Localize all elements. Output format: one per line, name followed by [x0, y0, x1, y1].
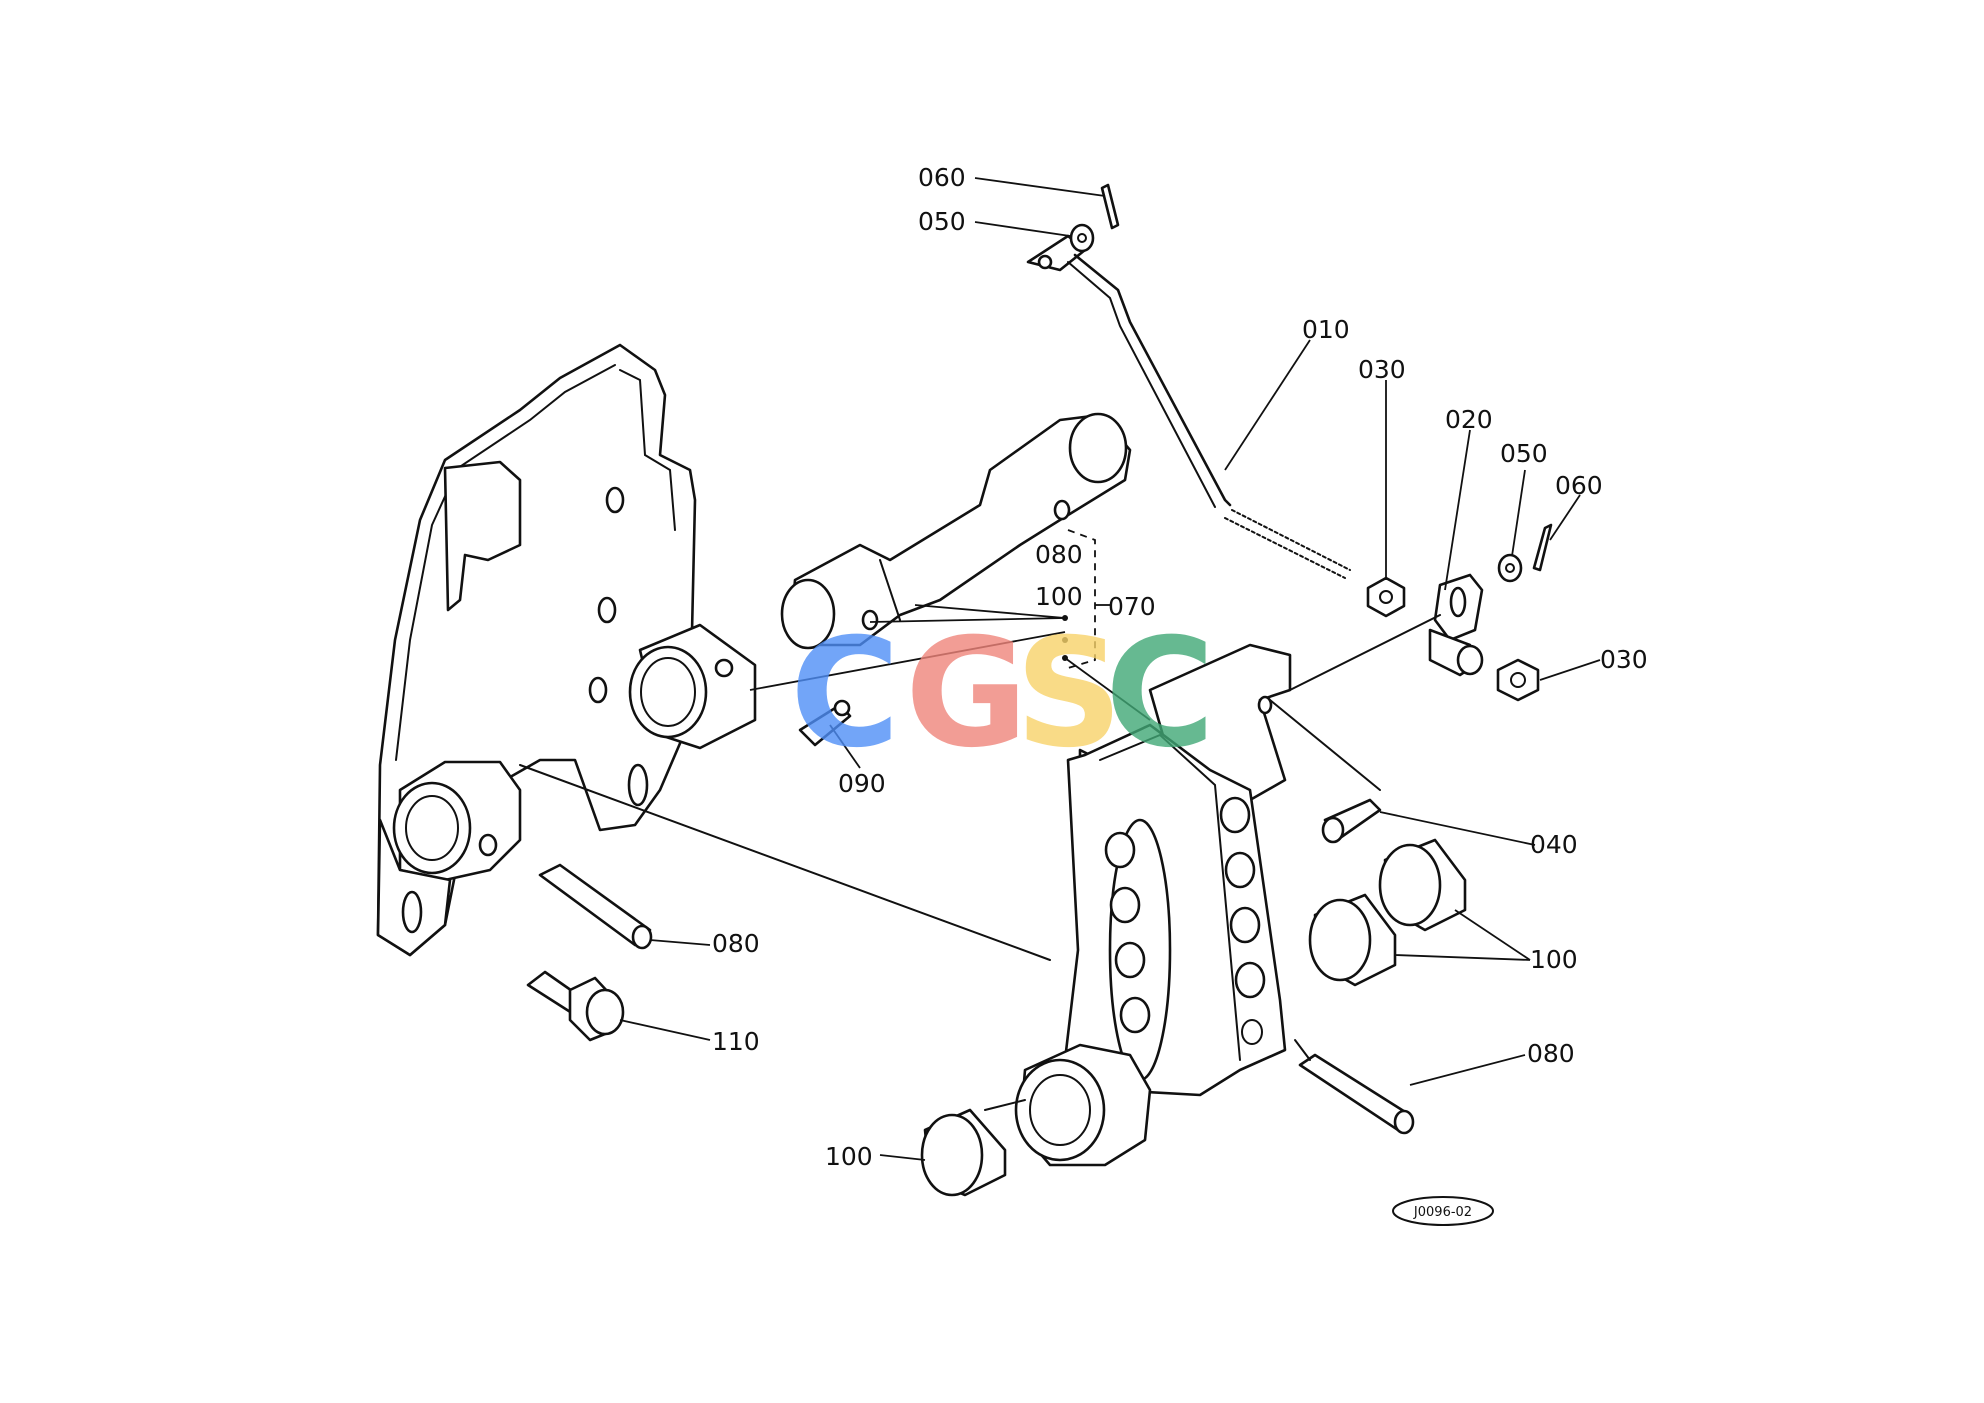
- callout-100-bottom: 100: [825, 1142, 873, 1171]
- clevis: [1428, 573, 1484, 677]
- washer-right: [1497, 553, 1523, 583]
- left-bushing-boss: [376, 760, 522, 957]
- bolt: [526, 970, 625, 1042]
- callout-050-top: 050: [918, 207, 966, 236]
- watermark: C G S C: [790, 607, 1215, 781]
- callout-110: 110: [712, 1027, 760, 1056]
- callout-080-right: 080: [1527, 1039, 1575, 1068]
- linkage-rod: [1026, 234, 1351, 579]
- bushing-bottom: [920, 1108, 1007, 1197]
- callout-030-right: 030: [1600, 645, 1648, 674]
- callout-080-left: 080: [712, 929, 760, 958]
- pin-040: [1321, 798, 1382, 844]
- drawing-reference-code: J0096-02: [1413, 1205, 1472, 1220]
- callout-100-right: 100: [1530, 945, 1578, 974]
- callout-070: 070: [1108, 592, 1156, 621]
- pin-left: [538, 863, 653, 950]
- drawing-reference-stamp: J0096-02: [1392, 1196, 1494, 1226]
- callout-010: 010: [1302, 315, 1350, 344]
- callout-020: 020: [1445, 405, 1493, 434]
- grease-nipple: [798, 699, 852, 747]
- watermark-letter-3: S: [1015, 607, 1123, 781]
- center-hub: [628, 623, 757, 750]
- cotter-pin-right: [1532, 523, 1553, 572]
- watermark-letter-1: C: [790, 607, 900, 781]
- callout-labels: 060 050 010 030 020 050 060 080 100 070 …: [712, 163, 1648, 1171]
- callout-090: 090: [838, 769, 886, 798]
- right-drawbar-bracket: [1063, 643, 1292, 1097]
- cotter-pin-top: [1100, 183, 1120, 230]
- callout-040: 040: [1530, 830, 1578, 859]
- center-shaft-assembly: [780, 412, 1132, 650]
- leader-lines: [619, 177, 1601, 1161]
- right-bracket-boss: [1014, 1043, 1152, 1167]
- pin-right: [1298, 1053, 1415, 1135]
- callout-080-mid: 080: [1035, 540, 1083, 569]
- assembly-lines: [519, 614, 1441, 1111]
- watermark-letter-4: C: [1105, 607, 1215, 781]
- washer-top: [1069, 223, 1095, 253]
- callout-030-top: 030: [1358, 355, 1406, 384]
- callout-050-right: 050: [1500, 439, 1548, 468]
- callout-060-top: 060: [918, 163, 966, 192]
- callout-100-mid: 100: [1035, 582, 1083, 611]
- bushing-right-b: [1378, 838, 1467, 932]
- watermark-letter-2: G: [905, 607, 1028, 781]
- nut-lower: [1496, 658, 1540, 702]
- nut-upper: [1366, 576, 1406, 618]
- callout-060-right: 060: [1555, 471, 1603, 500]
- bushing-right-a: [1308, 893, 1397, 987]
